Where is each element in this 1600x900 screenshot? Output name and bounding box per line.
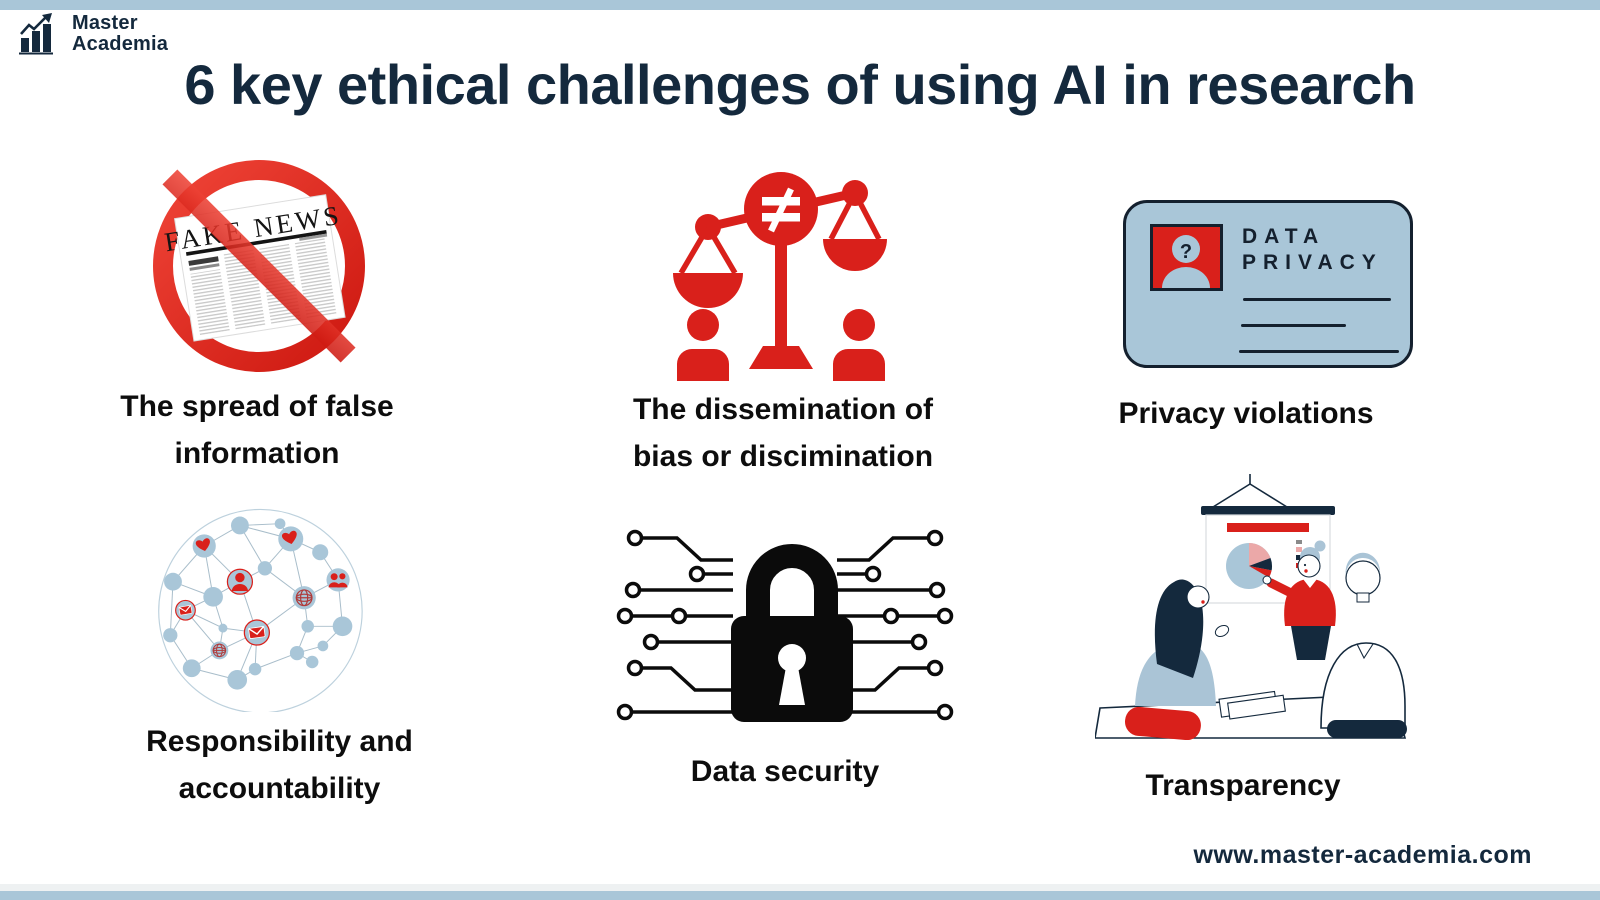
page-title: 6 key ethical challenges of using AI in …	[184, 53, 1416, 116]
item-label-bias: The dissemination of bias or disciminati…	[632, 393, 934, 473]
unbalanced-scales-icon	[663, 153, 901, 390]
padlock-shape	[731, 544, 853, 722]
bottom-border-strip	[0, 891, 1600, 900]
top-border-strip	[0, 0, 1600, 10]
id-photo: ?	[1150, 224, 1223, 291]
fake-news-ban-icon: FAKE NEWS	[145, 156, 375, 383]
bar-chart-growth-icon	[19, 13, 53, 55]
item-label-transparency: Transparency	[1145, 769, 1341, 802]
logo-line1: Master	[72, 12, 138, 34]
card-word-data: DATA	[1242, 225, 1326, 248]
card-word-privacy: PRIVACY	[1242, 251, 1383, 274]
card-line	[1243, 298, 1391, 301]
data-privacy-card-icon: ? DATA PRIVACY	[1123, 200, 1413, 368]
master-academia-logo: Master Academia	[18, 12, 168, 56]
presentation-meeting-illustration	[1094, 466, 1407, 745]
item-label-false-information: The spread of false information	[120, 390, 394, 470]
item-label-responsibility: Responsibility and accountability	[146, 725, 413, 805]
circuit-padlock-icon	[613, 526, 957, 731]
card-line	[1241, 324, 1346, 327]
prohibition-slash	[162, 169, 356, 363]
pie-chart	[1226, 543, 1272, 589]
card-line	[1239, 350, 1399, 353]
papers	[1218, 690, 1286, 720]
logo-wordmark: Master Academia	[72, 13, 168, 55]
item-label-data-security: Data security	[690, 755, 880, 788]
viewer-right-figure	[1320, 552, 1407, 738]
presenter-figure	[1262, 540, 1336, 660]
item-label-privacy: Privacy violations	[1118, 397, 1374, 430]
website-url: www.master-academia.com	[1193, 841, 1532, 869]
footer-band	[0, 884, 1600, 891]
prohibition-ring	[153, 160, 365, 372]
logo-line2: Academia	[72, 33, 169, 55]
viewer-left-figure	[1125, 579, 1230, 741]
question-mark-glyph: ?	[1180, 241, 1192, 263]
network-globe-icon	[148, 496, 380, 717]
